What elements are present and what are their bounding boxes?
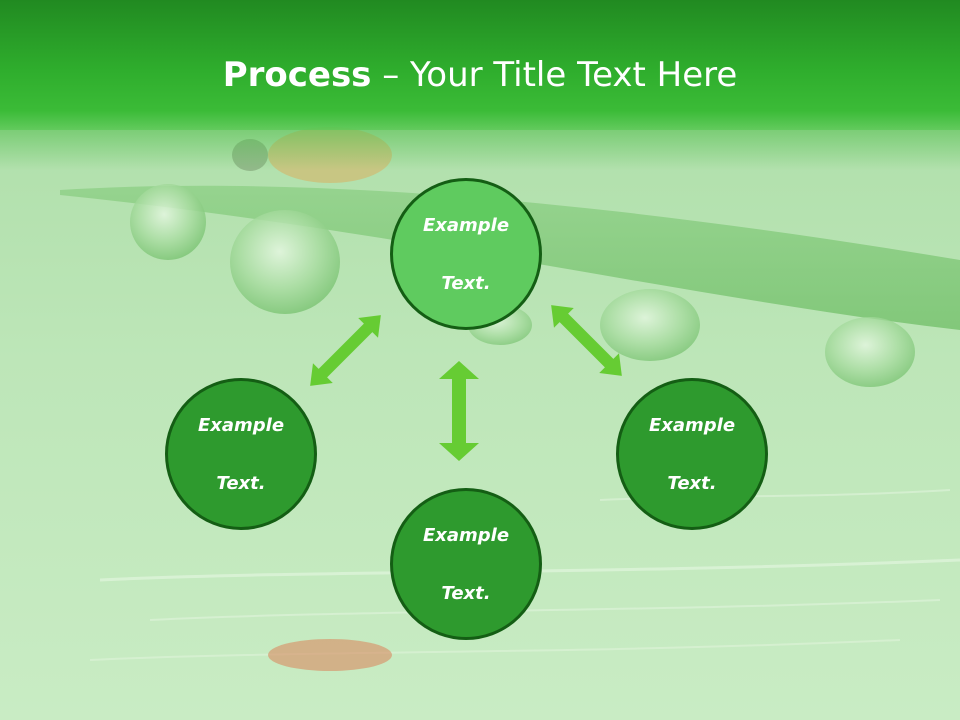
node-right-line2: Text.: [667, 472, 717, 494]
node-left-line2: Text.: [216, 472, 266, 494]
double-arrow-left[interactable]: [300, 305, 391, 396]
node-top-line2: Text.: [441, 272, 491, 294]
double-arrow-right[interactable]: [541, 295, 632, 386]
slide-title[interactable]: Process – Your Title Text Here: [0, 50, 960, 100]
node-bottom-line1: Example: [422, 524, 510, 546]
node-right-line1: Example: [648, 414, 736, 436]
node-top-line1: Example: [422, 214, 510, 236]
node-left-line1: Example: [197, 414, 285, 436]
node-bottom-line2: Text.: [441, 582, 491, 604]
title-bold: Process: [222, 55, 372, 95]
title-bar: [0, 0, 960, 170]
double-arrow-vertical[interactable]: [439, 361, 479, 461]
title-rest: – Your Title Text Here: [371, 55, 738, 95]
